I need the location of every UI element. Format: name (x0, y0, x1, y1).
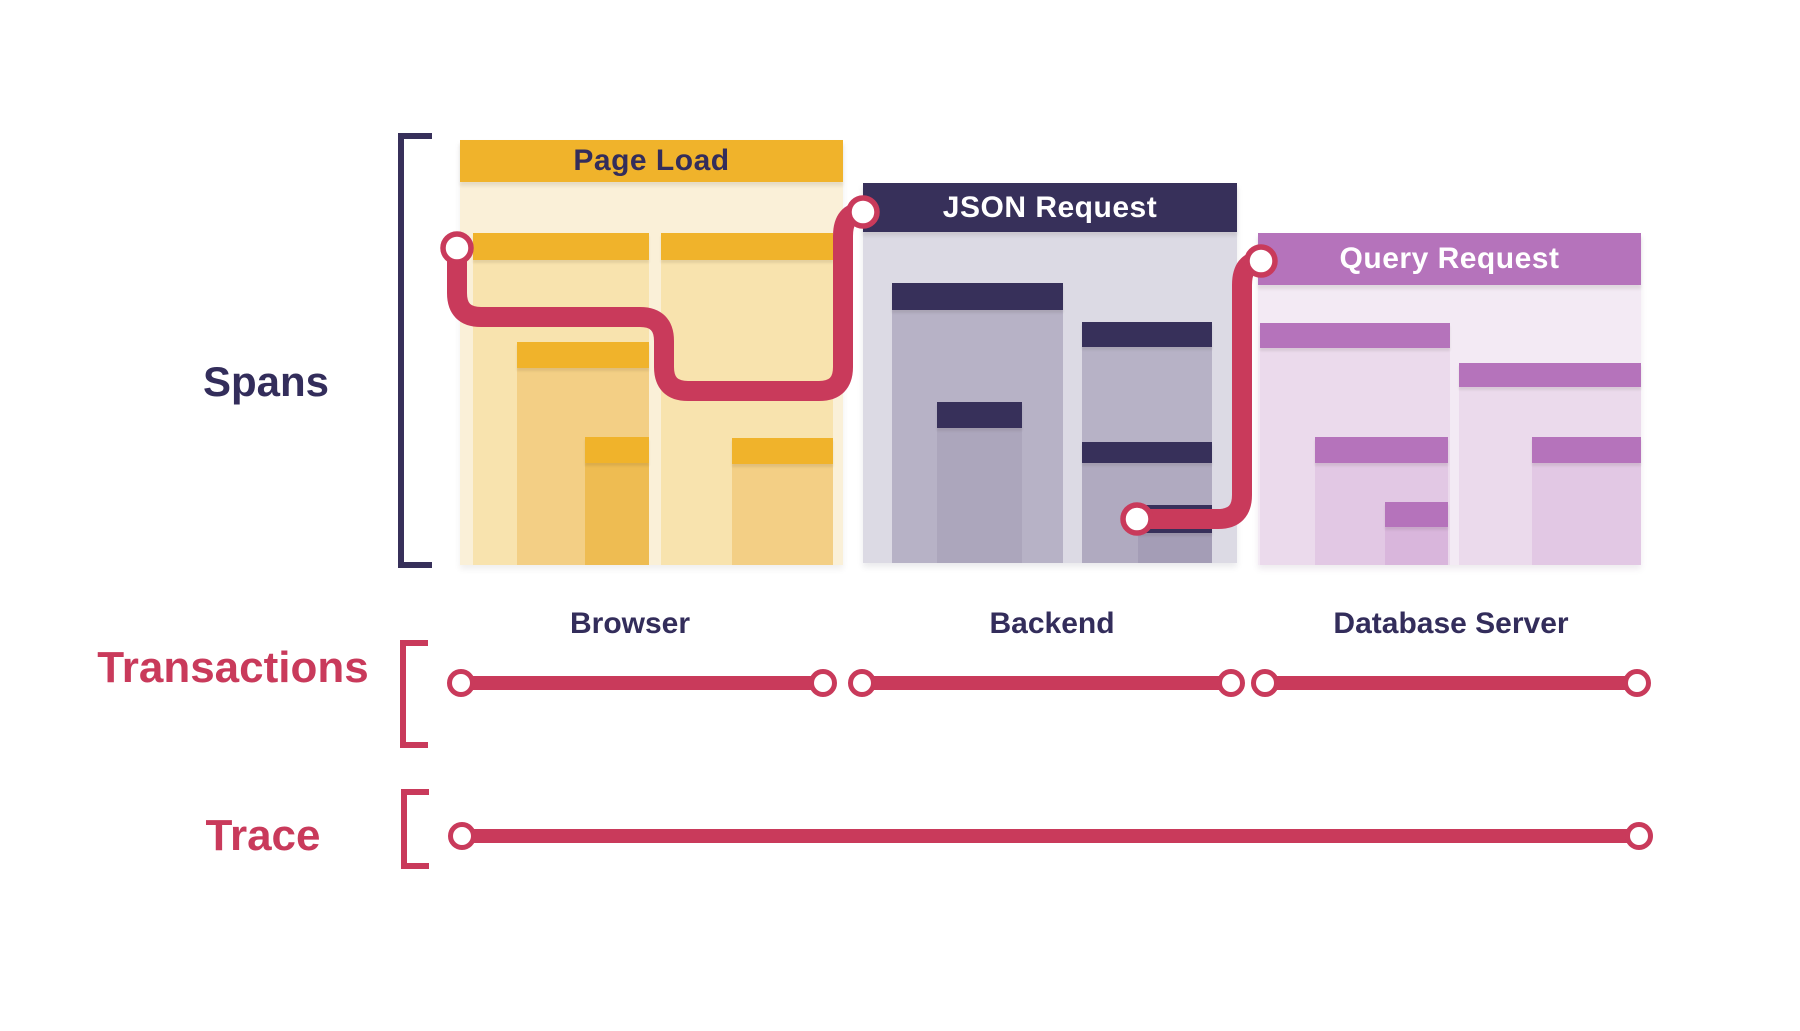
trace-endpoint (448, 822, 476, 850)
span-bar-body (585, 463, 649, 565)
transaction-endpoint (809, 669, 837, 697)
spans-label: Spans (202, 358, 330, 405)
panel-query-request: Query Request (1258, 233, 1641, 565)
trace-node-browser-start (440, 231, 474, 265)
transactions-label: Transactions (97, 643, 369, 692)
trace-node-backend-span (1120, 502, 1154, 536)
span-bar-header (1082, 442, 1212, 463)
trace-path-pageload (447, 202, 873, 401)
transaction-line-browser (461, 676, 823, 690)
trace-path-backend-to-db (1127, 251, 1271, 529)
platform-label-backend: Backend (989, 607, 1115, 640)
transaction-line-database (1265, 676, 1637, 690)
transaction-endpoint (1623, 669, 1651, 697)
span-bar-header (937, 402, 1022, 428)
panel-json-request-title: JSON Request (942, 190, 1158, 224)
span-bar-header (1315, 437, 1448, 463)
panel-query-request-title: Query Request (1339, 242, 1560, 275)
trace-node-json-request (846, 195, 880, 229)
trace-node-query-request (1244, 244, 1278, 278)
panel-query-request-header: Query Request (1258, 233, 1641, 285)
span-bar-body (1385, 527, 1448, 565)
transaction-endpoint (1217, 669, 1245, 697)
transactions-bracket (400, 640, 428, 748)
panel-page-load: Page Load (460, 140, 843, 565)
transaction-endpoint (1251, 669, 1279, 697)
span-bar-header (1385, 502, 1448, 527)
platform-label-browser: Browser (569, 607, 691, 640)
spans-bracket (398, 133, 432, 568)
span-bar-header (732, 438, 833, 464)
transaction-line-backend (862, 676, 1231, 690)
span-bar-header (661, 233, 833, 260)
span-bar-body (732, 464, 833, 565)
platform-label-database-server: Database Server (1333, 607, 1569, 640)
span-bar-body (1138, 533, 1212, 563)
trace-line (462, 829, 1639, 843)
span-bar-body (1532, 463, 1641, 565)
span-bar-header (517, 342, 649, 368)
span-bar-body (937, 428, 1022, 563)
span-bar-header (1082, 322, 1212, 347)
panel-json-request-header: JSON Request (863, 183, 1237, 232)
span-bar-header (585, 437, 649, 463)
span-bar-header (1260, 323, 1450, 348)
span-bar-header (473, 233, 649, 260)
trace-bracket (401, 789, 429, 869)
transaction-endpoint (848, 669, 876, 697)
span-bar-header (1532, 437, 1641, 463)
trace-label: Trace (205, 811, 321, 860)
panel-page-load-header: Page Load (460, 140, 843, 182)
span-bar-header (1459, 363, 1641, 387)
panel-page-load-title: Page Load (573, 144, 730, 177)
span-bar-header (892, 283, 1063, 310)
panel-json-request: JSON Request (863, 183, 1237, 563)
trace-endpoint (1625, 822, 1653, 850)
transaction-endpoint (447, 669, 475, 697)
